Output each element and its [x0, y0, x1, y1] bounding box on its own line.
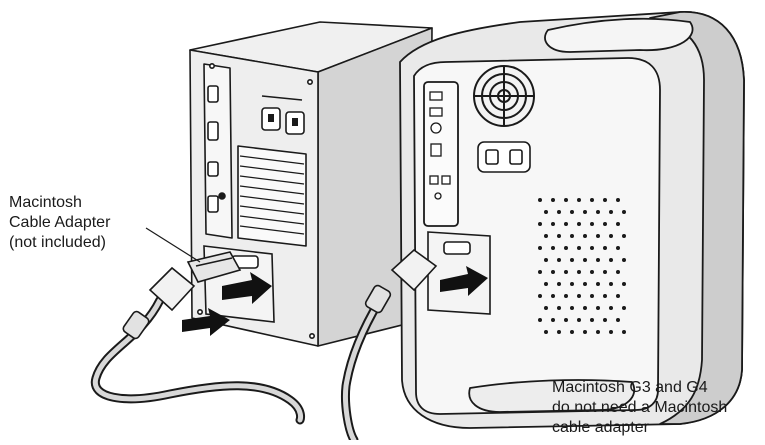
perforated-panel	[538, 198, 626, 334]
cable-adapter-icon	[186, 251, 242, 283]
mac-video-panel	[427, 231, 491, 315]
g3-g4-note-line1: Macintosh G3 and G4	[552, 379, 708, 396]
mac-port-stack	[429, 91, 451, 200]
vga-connector	[148, 248, 438, 312]
g3-g4-note: Macintosh G3 and G4 do not need a Macint…	[552, 378, 727, 438]
adapter-callout-line2: Cable Adapter	[9, 214, 111, 231]
adapter-callout-line1: Macintosh	[9, 194, 82, 211]
vga-cable-icon	[90, 295, 385, 445]
g3-g4-note-line2: do not need a Macintosh	[552, 399, 728, 416]
adapter-callout-line3: (not included)	[9, 234, 106, 251]
vent-grille	[239, 155, 305, 235]
callout-leader	[145, 227, 201, 263]
power-mac-g4-icon	[399, 11, 745, 429]
g3-g4-note-line3: cable adapter	[552, 419, 649, 436]
power-socket-icon	[477, 141, 531, 173]
ferrite-bead	[122, 284, 392, 340]
push-arrow-icon	[182, 266, 488, 336]
fan-grille-icon	[473, 65, 535, 127]
adapter-callout: Macintosh Cable Adapter (not included)	[9, 193, 110, 253]
